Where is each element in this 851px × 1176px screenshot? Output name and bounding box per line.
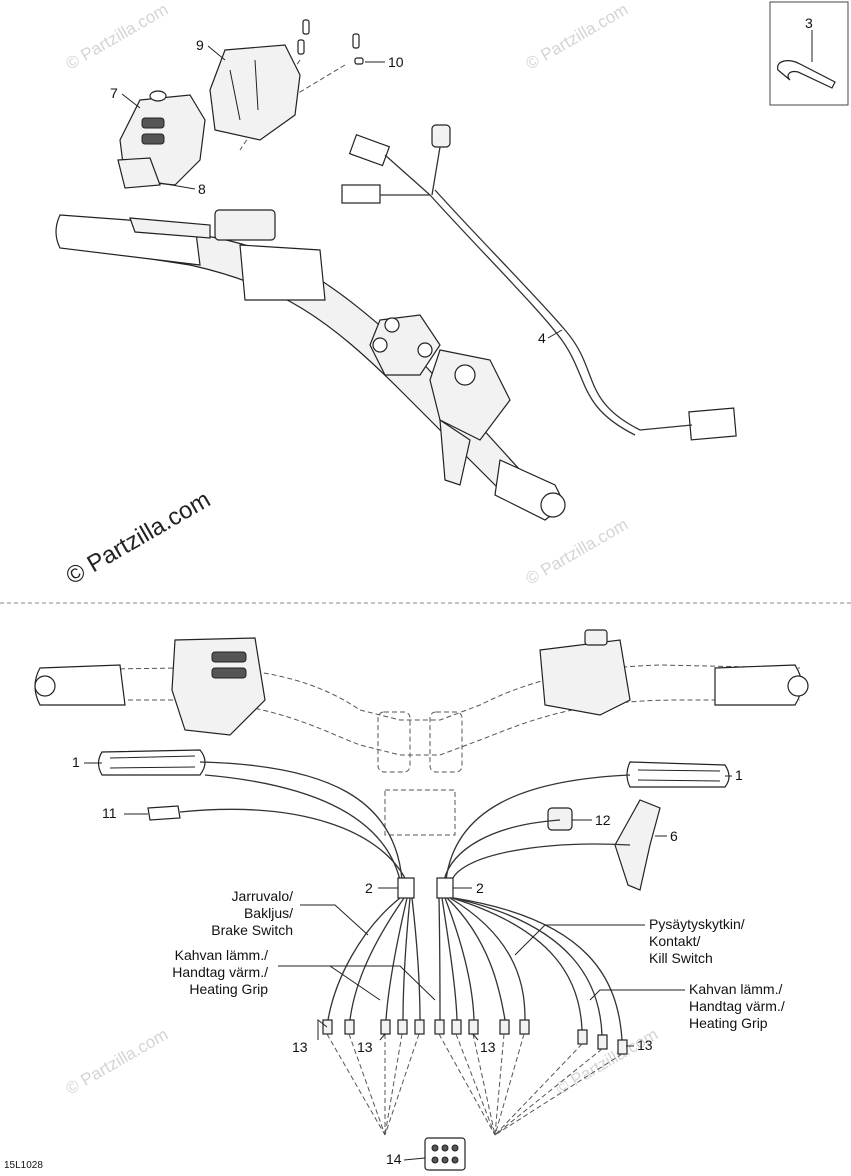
handlebar-outline [34,629,809,836]
connector [688,407,737,441]
cable-tie-illustration [777,30,836,89]
callout-6: 6 [670,828,678,844]
grip [239,244,326,301]
connector-11 [147,805,181,821]
svg-text:Heating Grip: Heating Grip [189,981,268,997]
connector [431,124,451,148]
callout-13: 13 [357,1039,373,1055]
heating-grip-left [97,749,206,776]
main-connector-14 [424,1137,466,1171]
svg-text:Kahvan lämm./: Kahvan lämm./ [689,981,782,997]
label-heating-grip-left: Kahvan lämm./ Handtag värm./ Heating Gri… [172,947,436,1001]
callout-1-left: 1 [72,754,80,770]
bottom-callouts: 1 1 11 12 6 2 2 13 13 13 13 14 [72,754,743,1167]
watermark-text: © Partzilla.com [63,1025,172,1099]
bracket-6 [614,799,661,891]
callout-8: 8 [198,181,206,197]
callout-1-right: 1 [735,767,743,783]
callout-13: 13 [637,1037,653,1053]
sleeve-left [397,877,415,899]
throttle-housing [429,349,511,441]
switch-housing [209,44,301,141]
svg-text:Kill Switch: Kill Switch [649,950,713,966]
svg-text:Bakljus/: Bakljus/ [244,905,293,921]
svg-text:Handtag värm./: Handtag värm./ [689,998,785,1014]
callout-3: 3 [805,15,813,31]
heating-grip-right [626,761,730,788]
svg-text:Kontakt/: Kontakt/ [649,933,700,949]
svg-text:Jarruvalo/: Jarruvalo/ [232,888,294,904]
item-3-box [769,1,849,106]
callout-10: 10 [388,54,404,70]
callout-7: 7 [110,85,118,101]
clip-12 [547,807,573,831]
svg-text:Brake Switch: Brake Switch [211,922,293,938]
label-brake-switch: Jarruvalo/ Bakljus/ Brake Switch [211,888,369,938]
sleeve-right [436,877,454,899]
callout-13: 13 [480,1039,496,1055]
svg-text:Pysäytyskytkin/: Pysäytyskytkin/ [649,916,745,932]
diagram-code: 15L1028 [4,1160,43,1171]
dashed-leads [326,1033,623,1136]
watermark-text: © Partzilla.com [523,515,632,589]
callout-12: 12 [595,812,611,828]
watermark-text: © Partzilla.com [523,0,632,73]
label-heating-grip-right: Kahvan lämm./ Handtag värm./ Heating Gri… [589,981,785,1031]
top-callouts: 3 9 10 7 8 4 [110,15,813,346]
svg-text:Heating Grip: Heating Grip [689,1015,768,1031]
callout-13: 13 [292,1039,308,1055]
callout-2-right: 2 [476,880,484,896]
svg-text:Kahvan lämm./: Kahvan lämm./ [175,947,268,963]
callout-4: 4 [538,330,546,346]
callout-11: 11 [102,805,117,821]
handlebar-assembly-illustration [55,19,737,521]
callout-9: 9 [196,37,204,53]
svg-text:Handtag värm./: Handtag värm./ [172,964,268,980]
connector [348,134,391,167]
callout-14: 14 [386,1151,402,1167]
connector [341,184,381,204]
label-kill-switch: Pysäytyskytkin/ Kontakt/ Kill Switch [514,916,745,966]
watermark-text: © Partzilla.com [63,0,172,73]
callout-2-left: 2 [365,880,373,896]
watermark-main: © Partzilla.com [62,486,216,590]
wires [179,761,631,1136]
